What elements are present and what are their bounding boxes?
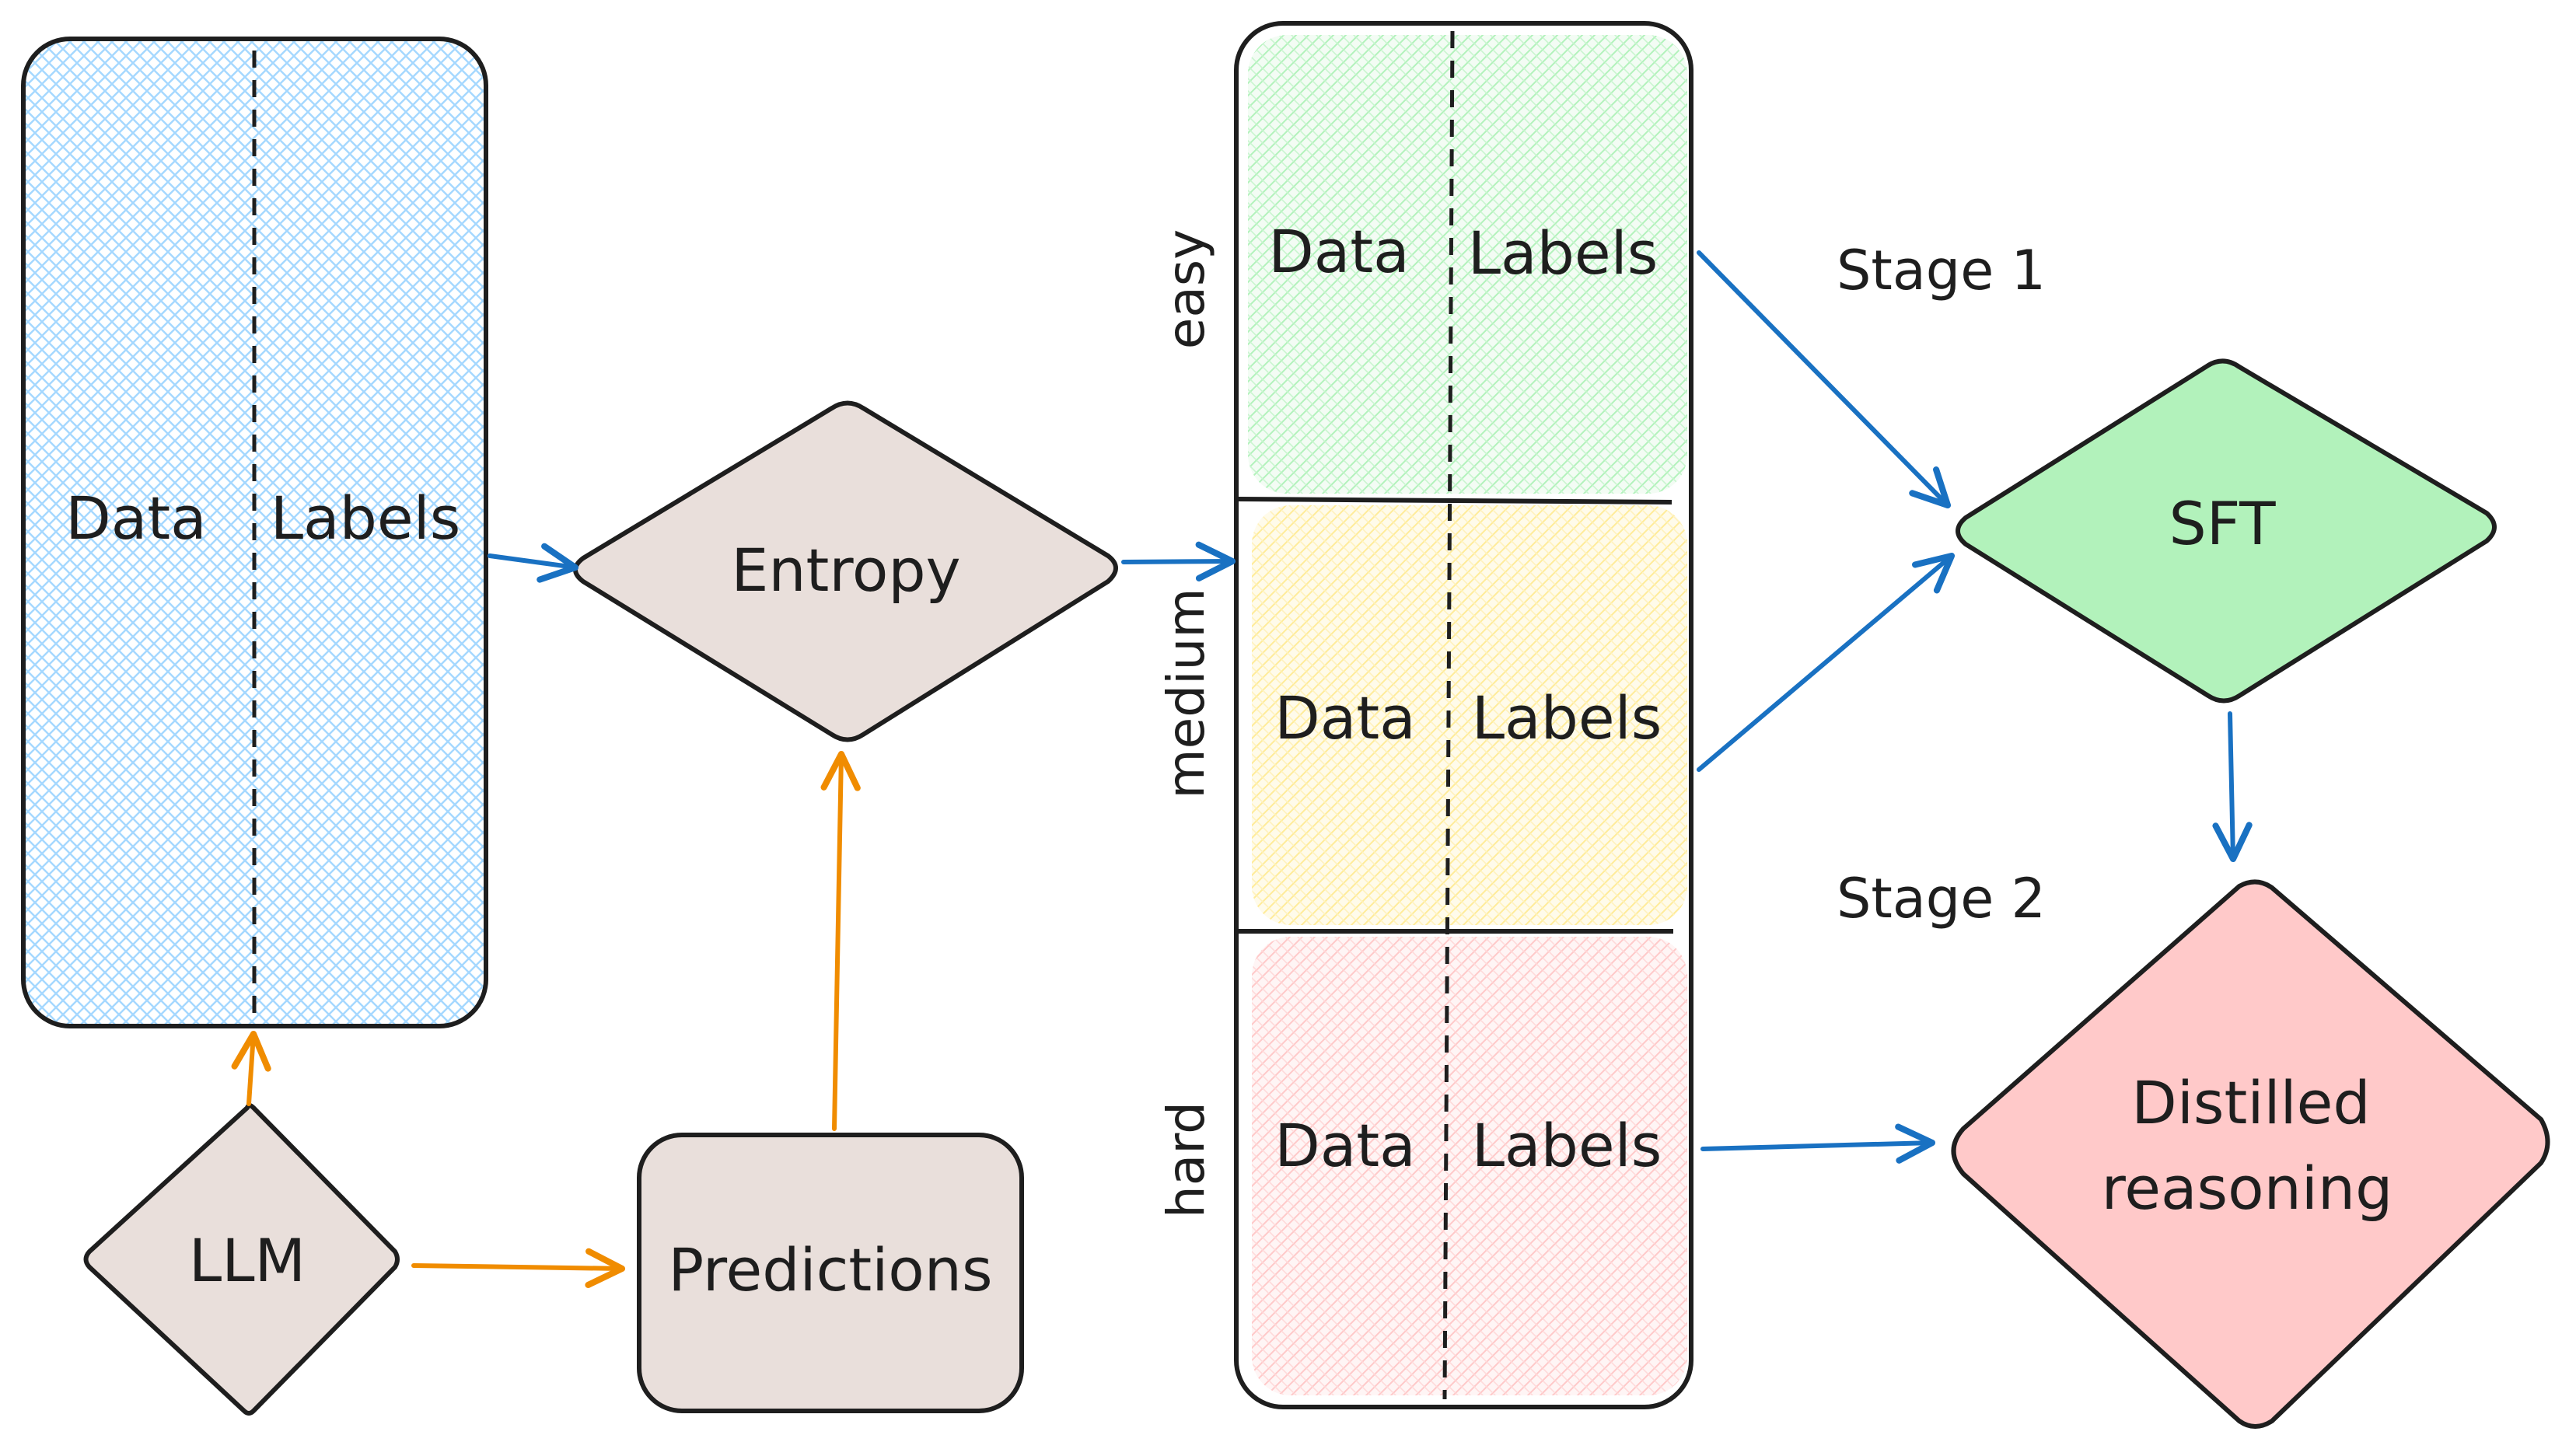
arrow-easy-to-sft xyxy=(1697,250,1952,509)
predictions-box xyxy=(637,1133,1024,1413)
hard-side-label: hard xyxy=(1156,1102,1216,1218)
arrow-predictions-to-entropy xyxy=(820,750,861,1131)
entropy-node: Entropy xyxy=(573,400,1118,742)
hard-data-label: Data xyxy=(1274,1111,1415,1180)
llm-label: LLM xyxy=(189,1226,306,1295)
entropy-label: Entropy xyxy=(731,536,960,605)
distilled-diamond xyxy=(1951,879,2550,1429)
source-labels-label: Labels xyxy=(271,484,461,553)
stage-1-label: Stage 1 xyxy=(1837,239,2046,302)
arrow-sft-to-distilled xyxy=(2212,711,2253,863)
easy-labels-label: Labels xyxy=(1468,218,1658,288)
distilled-label-line2: reasoning xyxy=(2102,1154,2393,1223)
predictions-label: Predictions xyxy=(668,1235,992,1304)
hard-bucket-fill xyxy=(1252,937,1687,1395)
easy-side-label: easy xyxy=(1156,229,1216,350)
medium-data-label: Data xyxy=(1274,683,1415,752)
predictions-node: Predictions xyxy=(637,1133,1024,1413)
difficulty-buckets: Data Labels easy Data Labels medium Data… xyxy=(1156,21,1693,1409)
medium-bucket-fill xyxy=(1252,505,1687,925)
easy-bucket-fill xyxy=(1248,35,1687,494)
buckets-frame xyxy=(1234,21,1693,1409)
arrow-medium-to-sft xyxy=(1697,552,1956,772)
distilled-label-line1: Distilled xyxy=(2131,1068,2370,1137)
arrow-hard-to-distilled xyxy=(1700,1123,1936,1164)
source-data-table: Data Labels xyxy=(21,37,488,1028)
llm-diamond xyxy=(83,1103,400,1416)
arrow-source-to-entropy xyxy=(488,543,579,583)
llm-node: LLM xyxy=(83,1103,400,1416)
easy-data-label: Data xyxy=(1268,217,1409,286)
medium-side-label: medium xyxy=(1156,588,1216,798)
arrow-llm-to-predictions xyxy=(411,1248,626,1289)
source-data-label: Data xyxy=(65,484,206,553)
hard-labels-label: Labels xyxy=(1472,1111,1662,1180)
medium-labels-label: Labels xyxy=(1472,683,1662,752)
stage-2-label: Stage 2 xyxy=(1837,867,2046,931)
distilled-reasoning-node: Distilled reasoning xyxy=(1951,879,2550,1429)
sft-diamond xyxy=(1956,358,2497,704)
arrow-llm-to-source xyxy=(231,1030,271,1106)
sft-node: SFT xyxy=(1956,358,2497,704)
sft-label: SFT xyxy=(2169,489,2276,558)
arrow-entropy-to-buckets xyxy=(1121,541,1236,581)
buckets-divider xyxy=(1442,30,1455,1400)
easy-medium-separator xyxy=(1237,497,1672,505)
